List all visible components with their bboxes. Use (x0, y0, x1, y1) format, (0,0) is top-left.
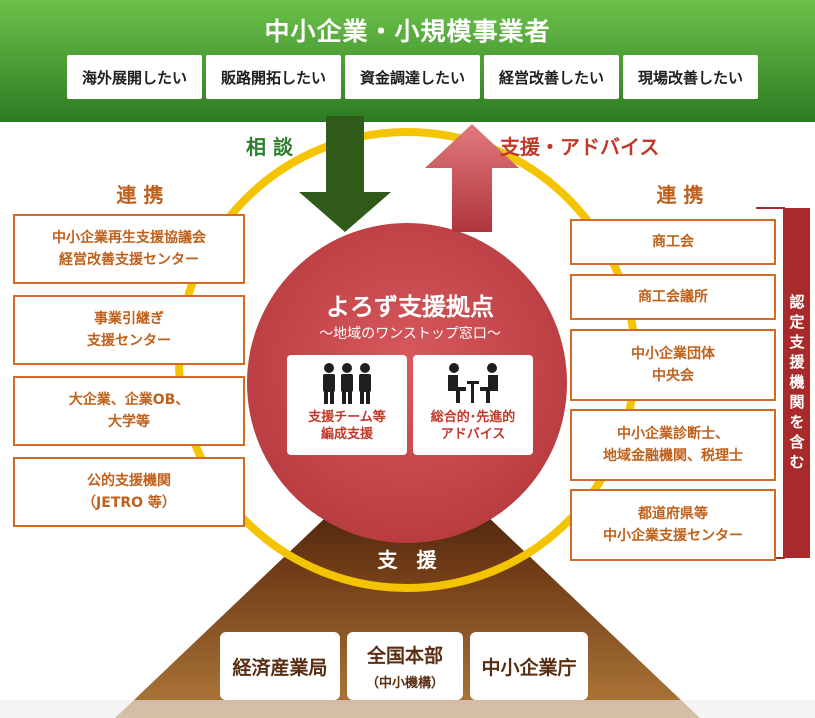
service-advice-label: 総合的･先進的 アドバイス (430, 410, 516, 442)
partner-prefecture-center: 都道府県等 中小企業支援センター (570, 489, 776, 561)
team-icon (323, 363, 371, 404)
consult-arrow (299, 116, 391, 232)
support-advice-label: 支援・アドバイス (500, 135, 660, 159)
need-overseas: 海外展開したい (67, 55, 202, 99)
need-management: 経営改善したい (484, 55, 619, 99)
partner-chamber-of-commerce: 商工会議所 (570, 274, 776, 320)
body-regional-bureau: 経済産業局 (220, 632, 340, 700)
partner-regeneration-council: 中小企業再生支援協議会 経営改善支援センター (13, 214, 245, 284)
service-team-label: 支援チーム等 編成支援 (308, 410, 386, 442)
service-team-building: 支援チーム等 編成支援 (287, 355, 407, 455)
hub-title: よろず支援拠点 (326, 293, 494, 321)
need-funding: 資金調達したい (345, 55, 480, 99)
need-sales: 販路開拓したい (206, 55, 341, 99)
partner-succession-center: 事業引継ぎ 支援センター (13, 295, 245, 365)
hub-subtitle: 〜地域のワンストップ窓口〜 (319, 326, 501, 342)
right-collaboration-heading: 連 携 (656, 183, 704, 207)
left-collaboration-heading: 連 携 (116, 183, 164, 207)
body-sme-agency: 中小企業庁 (470, 632, 588, 700)
certified-agencies-label: 認 定 支 援 機 関 を 含 む (789, 293, 805, 471)
body-national-hq: 全国本部 （中小機構） (347, 632, 463, 700)
partner-enterprises-universities: 大企業、企業OB、 大学等 (13, 376, 245, 446)
bottom-fade (0, 700, 815, 718)
hub-circle (247, 223, 567, 543)
consultation-icon (448, 363, 498, 403)
support-arrow (425, 124, 519, 232)
page-title: 中小企業・小規模事業者 (264, 17, 551, 46)
partner-sme-federation: 中小企業団体 中央会 (570, 329, 776, 401)
need-operations: 現場改善したい (623, 55, 758, 99)
partner-consultants-banks: 中小企業診断士、 地域金融機関、税理士 (570, 409, 776, 481)
service-advice: 総合的･先進的 アドバイス (413, 355, 533, 455)
partner-public-agencies: 公的支援機関 （JETRO 等） (13, 457, 245, 527)
partner-commerce-association: 商工会 (570, 219, 776, 265)
consult-label: 相 談 (246, 135, 293, 159)
certified-band (784, 208, 810, 558)
support-label: 支 援 (377, 548, 443, 572)
